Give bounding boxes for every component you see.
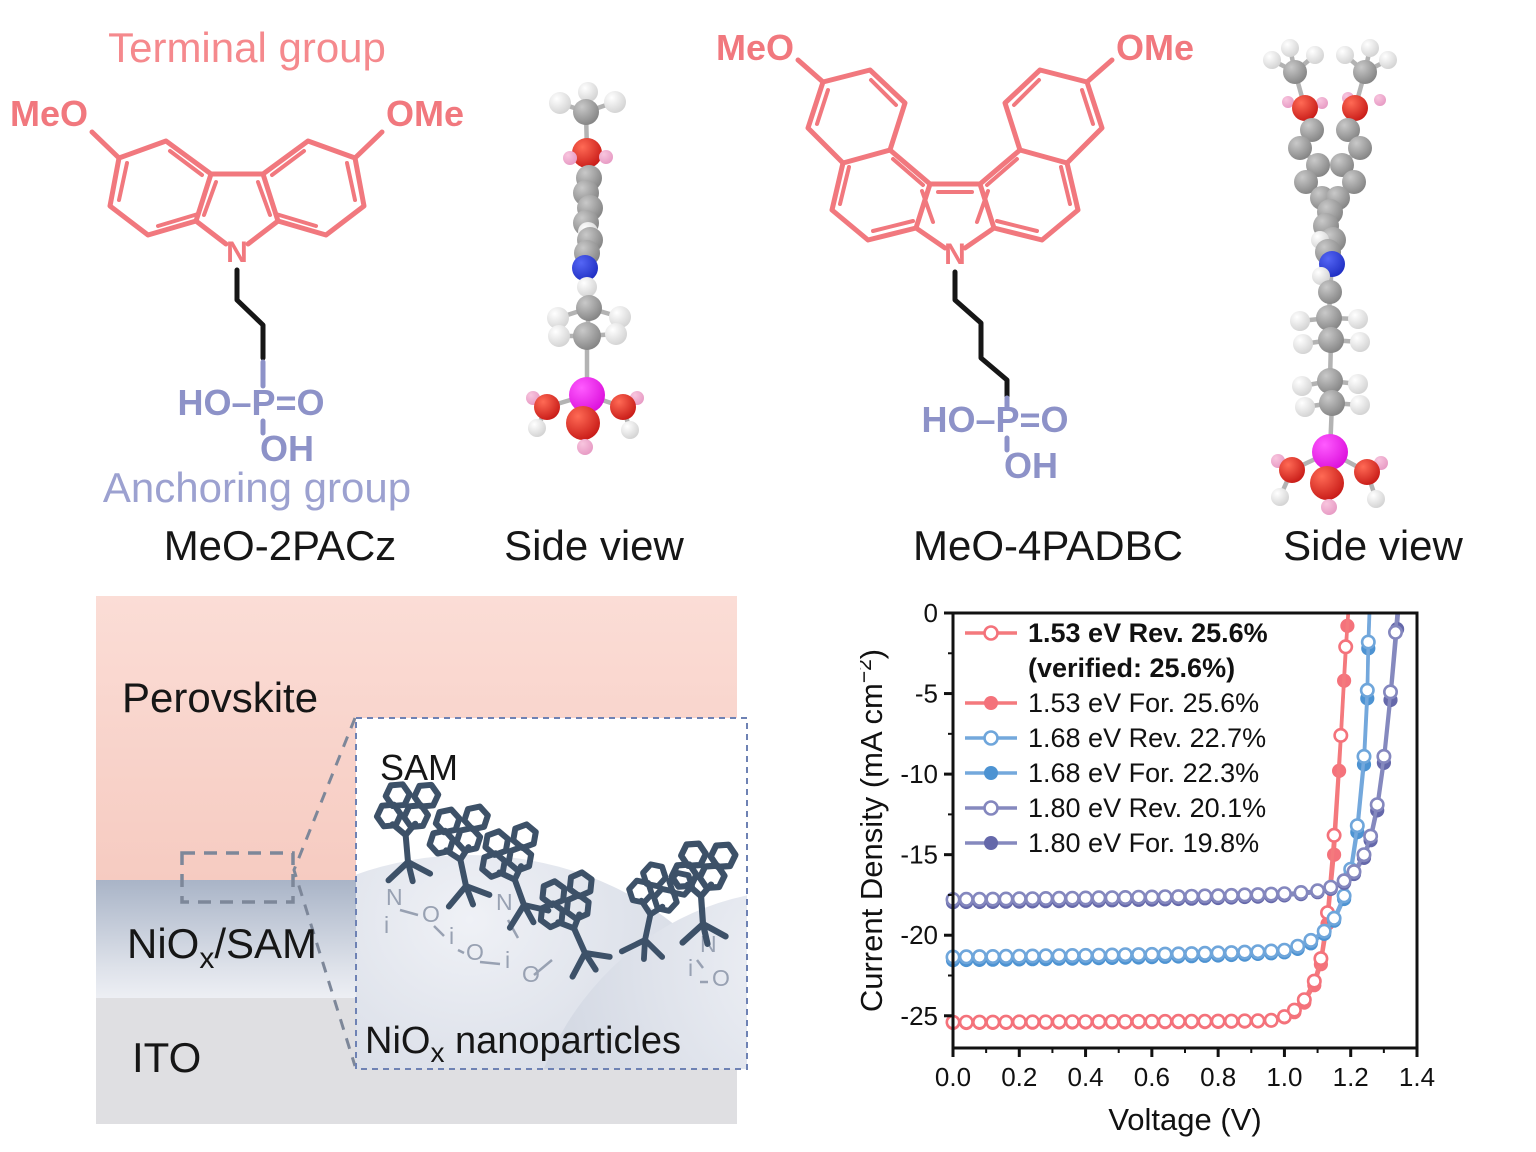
legend-entry-4: 1.68 eV For. 22.3% <box>1028 758 1259 788</box>
niox-nanoparticle-right <box>543 895 747 1069</box>
sam-inset: N i O i O i O N N i O <box>355 717 748 1070</box>
ito-label: ITO <box>132 1034 201 1081</box>
phosphonic-group-2: HO–P=O <box>921 399 1068 440</box>
svg-text:1.0: 1.0 <box>1266 1062 1302 1092</box>
svg-text:0.8: 0.8 <box>1200 1062 1236 1092</box>
svg-text:1.4: 1.4 <box>1399 1062 1435 1092</box>
svg-text:-5: -5 <box>915 679 938 709</box>
chart-legend: 1.53 eV Rev. 25.6% (verified: 25.6%) 1.53 … <box>965 618 1268 858</box>
svg-text:0: 0 <box>924 598 938 628</box>
side-view-label-1: Side view <box>504 522 684 569</box>
molecule2-name: MeO-4PADBC <box>913 522 1183 569</box>
svg-text:-20: -20 <box>900 920 938 950</box>
svg-text:i: i <box>449 923 454 949</box>
svg-text:O: O <box>712 965 730 991</box>
svg-text:0.6: 0.6 <box>1134 1062 1170 1092</box>
sam-label: SAM <box>380 747 458 788</box>
meo-label-left: MeO <box>10 93 88 134</box>
molecule-3d-meo2pacz: Side view <box>504 82 685 569</box>
phosphonic-group: HO–P=O <box>177 382 324 423</box>
svg-text:-15: -15 <box>900 840 938 870</box>
svg-text:-10: -10 <box>900 759 938 789</box>
legend-entry-0: 1.53 eV Rev. 25.6% <box>1028 618 1268 648</box>
svg-text:1.2: 1.2 <box>1333 1062 1369 1092</box>
phosphonic-oh-2: OH <box>1004 445 1058 486</box>
x-axis-title: Voltage (V) <box>1108 1102 1261 1137</box>
svg-text:0.4: 0.4 <box>1067 1062 1103 1092</box>
niox-sam-label: NiOx/SAM <box>127 920 317 975</box>
nanoparticles-label: NiOx nanoparticles <box>365 1020 681 1068</box>
legend-entry-1: (verified: 25.6%) <box>1028 653 1235 683</box>
svg-text:O: O <box>466 939 484 965</box>
jv-chart: 0.0 0.2 0.4 0.6 0.8 1.0 1.2 1.4 0 -5 -10 -15 -20 -25V… <box>860 598 1435 1137</box>
legend-entry-6: 1.80 eV For. 19.8% <box>1028 828 1259 858</box>
svg-text:O: O <box>522 961 540 987</box>
legend-entry-2: 1.53 eV For. 25.6% <box>1028 688 1259 718</box>
jv-markers-0 <box>945 639 1354 1030</box>
molecule1-name: MeO-2PACz <box>164 522 397 569</box>
axis-ticks <box>944 611 1419 1057</box>
device-schematic: N i O i O i O N N i O <box>96 596 748 1124</box>
zoom-region-box <box>180 851 295 904</box>
legend-entry-5: 1.80 eV Rev. 20.1% <box>1028 793 1266 823</box>
jv-markers-4 <box>945 624 1403 907</box>
nitrogen-label: N <box>226 236 248 269</box>
nitrogen-label-2: N <box>944 238 966 271</box>
svg-text:i: i <box>505 947 510 973</box>
svg-text:0.2: 0.2 <box>1001 1062 1037 1092</box>
svg-text:N: N <box>496 889 513 915</box>
anchoring-group-label: Anchoring group <box>103 464 411 511</box>
legend-entry-3: 1.68 eV Rev. 22.7% <box>1028 723 1266 753</box>
svg-text:i: i <box>688 955 693 981</box>
zoom-connector-line <box>292 717 357 1067</box>
molecule-structure-meo2pacz: MeO OMe N HO–P=O OH Terminal group Ancho… <box>10 24 464 569</box>
phosphonic-oh: OH <box>260 428 314 469</box>
ome-label-right: OMe <box>386 93 464 134</box>
side-view-label-2: Side view <box>1283 522 1463 569</box>
terminal-group-label: Terminal group <box>108 24 386 71</box>
meo-label-left-2: MeO <box>716 27 794 68</box>
svg-text:N: N <box>386 884 403 910</box>
svg-text:O: O <box>422 901 440 927</box>
molecule-structure-meo4padbc: MeO OMe N HO–P=O OH MeO-4PADBC <box>716 27 1194 569</box>
svg-text:0.0: 0.0 <box>935 1062 971 1092</box>
perovskite-label: Perovskite <box>122 674 318 721</box>
jv-markers-2 <box>945 634 1376 965</box>
y-axis-title: Current Density (mA cm−2) <box>860 649 889 1012</box>
ome-label-right-2: OMe <box>1116 27 1194 68</box>
svg-text:i: i <box>384 912 389 938</box>
molecule-3d-meo4padbc: Side view <box>1263 39 1464 569</box>
svg-text:-25: -25 <box>900 1001 938 1031</box>
axis-tick-labels: 0.0 0.2 0.4 0.6 0.8 1.0 1.2 1.4 0 -5 -10 -15 -20 -25 <box>900 598 1435 1092</box>
